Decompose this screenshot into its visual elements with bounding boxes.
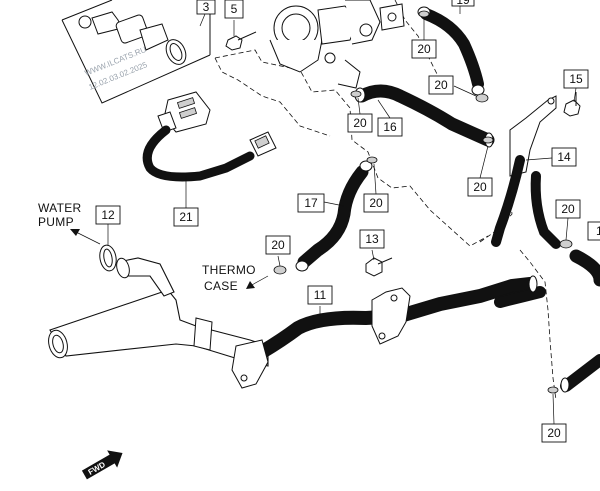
hose-21 [142, 125, 277, 182]
callout-11-label: 11 [314, 288, 327, 302]
callout-5-label: 5 [231, 2, 238, 16]
callout-20-d: 20 [467, 177, 493, 197]
thermo-case-label-line2: CASE [204, 279, 238, 293]
callout-20-f-label: 20 [561, 202, 575, 216]
water-pump-label-line2: PUMP [38, 215, 74, 229]
callout-19: 19 [451, 0, 475, 7]
callout-12-label: 12 [101, 208, 115, 222]
callout-17-label: 17 [304, 196, 318, 210]
callout-19-label: 19 [456, 0, 470, 7]
callout-20-e-label: 20 [369, 196, 383, 210]
callout-16-label: 16 [383, 120, 397, 134]
callout-18-label: 18 [596, 224, 600, 238]
water-pipe-11 [48, 257, 546, 389]
thermo-case-label-line1: THERMO [202, 263, 256, 277]
temperature-sensor-part [78, 11, 187, 65]
callout-11: 11 [307, 285, 333, 305]
wire-connector-part [157, 91, 211, 133]
callout-21: 21 [173, 207, 199, 227]
callout-20-b-label: 20 [434, 78, 448, 92]
bolt-13-part [365, 257, 393, 277]
water-pump-label-line1: WATER [38, 201, 82, 215]
throttle-body-part [269, 0, 405, 89]
callout-20-b: 20 [428, 75, 454, 95]
callout-3: 3 [196, 0, 216, 15]
callout-12: 12 [95, 205, 121, 225]
forward-arrow: FWD [81, 450, 123, 480]
callout-15: 15 [563, 69, 589, 89]
callout-14-label: 14 [557, 150, 571, 164]
thermo-case-label: THERMO CASE [202, 263, 256, 293]
callout-14: 14 [551, 147, 577, 167]
callout-20-g: 20 [265, 235, 291, 255]
bolt-5-part [225, 31, 257, 51]
inset-detail-box: WWW.ILCATS.RU 12.02.03.02.2025 [61, 0, 211, 104]
callout-20-h-label: 20 [547, 426, 561, 440]
callout-20-h: 20 [541, 423, 567, 443]
callout-21-label: 21 [179, 210, 193, 224]
callout-20-a-label: 20 [417, 42, 431, 56]
callout-20-e: 20 [363, 193, 389, 213]
callout-20-f: 20 [555, 199, 581, 219]
small-hose-right [491, 155, 561, 249]
callout-13: 13 [359, 229, 385, 249]
water-pump-label: WATER PUMP [38, 201, 82, 229]
callout-18: 18 [587, 221, 600, 241]
callout-20-g-label: 20 [271, 238, 285, 252]
callout-20-a: 20 [411, 39, 437, 59]
callout-20-d-label: 20 [473, 180, 487, 194]
hose-18 [560, 249, 600, 393]
callout-15-label: 15 [569, 72, 583, 86]
callout-3-label: 3 [203, 0, 210, 14]
callout-20-c: 20 [347, 113, 373, 133]
hose-17 [295, 160, 373, 272]
callout-20-c-label: 20 [353, 116, 367, 130]
callout-13-label: 13 [365, 232, 379, 246]
leader-lines [70, 4, 577, 425]
bolt-15-part [563, 92, 581, 117]
hose-16 [354, 84, 495, 148]
callout-17: 17 [297, 193, 325, 213]
callout-16: 16 [377, 117, 403, 137]
o-ring-12-part [99, 244, 117, 272]
clamp-20-parts [273, 10, 573, 394]
callout-5: 5 [224, 0, 244, 19]
